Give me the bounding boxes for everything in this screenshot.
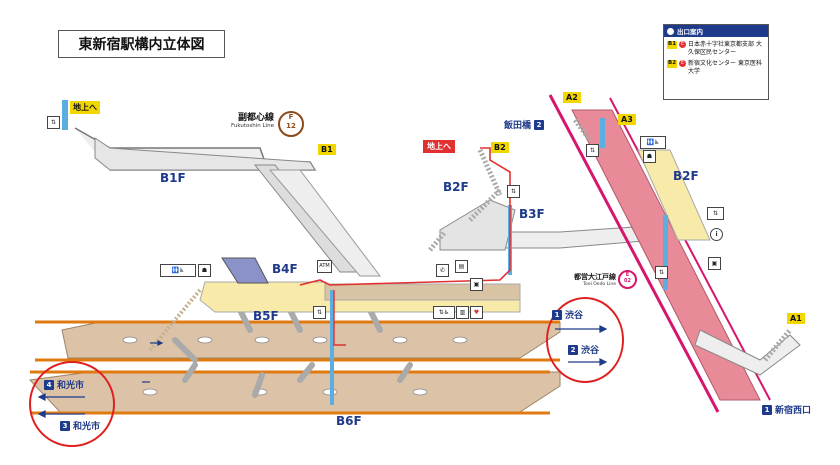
direction-arrows — [37, 325, 608, 418]
fukutoshin-line-icon: F 12 — [278, 111, 304, 137]
restroom-icon: 🚻♿ — [640, 136, 666, 149]
restroom-icon: 🚻♿ — [160, 264, 196, 277]
aed-icon: ♥ — [470, 306, 483, 319]
floor-label-b2f-right: B2F — [673, 169, 699, 183]
legend-row-b1: B1 E 日本赤十字社東京都支部 大久保区民センター — [667, 41, 762, 56]
exit-icon — [667, 27, 674, 35]
fukutoshin-line-label: 副都心線 Fukutoshin Line — [231, 113, 274, 129]
floor-label-b2f-left: B2F — [443, 180, 469, 194]
elevator-shaft — [62, 100, 68, 130]
oedo-concourse — [637, 149, 711, 241]
exit-badge-b2: B2 — [491, 142, 509, 153]
oedo-track — [609, 97, 771, 401]
baby-room-icon: ☗ — [198, 264, 211, 277]
exit-badge-b1: B1 — [318, 144, 336, 155]
highlight-circle-shibuya — [546, 297, 624, 383]
floor-label-b1f: B1F — [160, 171, 186, 185]
b6f-platform — [28, 371, 561, 413]
elevator-shaft — [600, 118, 605, 148]
exit-badge-a2: A2 — [563, 92, 581, 103]
info-icon: i — [710, 228, 723, 241]
page-title: 東新宿駅構内立体図 — [58, 30, 225, 58]
elevator-icon: ⇅ — [47, 116, 60, 129]
to-ground-label-left: 地上へ — [70, 101, 100, 114]
elevator-icon: ⇅ — [586, 144, 599, 157]
oedo-line-icon: E 02 — [618, 270, 637, 289]
stairs — [573, 118, 592, 142]
highlight-circle-wakoshi — [29, 361, 115, 447]
stairs — [468, 188, 502, 222]
escalator — [148, 288, 202, 352]
elevator-shaft — [330, 290, 334, 405]
accessible-route — [333, 290, 346, 346]
connector-corridor — [268, 169, 382, 277]
oedo-mark-icon: E — [679, 41, 687, 48]
floor-label-b5f: B5F — [253, 309, 279, 323]
platform-pillars — [122, 336, 468, 396]
legend-header: 出口案内 — [664, 25, 768, 37]
stairs — [477, 148, 503, 197]
legend-row-b2: B2 E 新宿文化センター 東京医科大学 — [667, 60, 762, 75]
ticket-machine-icon: ▤ — [455, 260, 468, 273]
b1f-corridor-fill — [94, 137, 316, 171]
locker-icon: ▥ — [456, 306, 469, 319]
exit-guide-legend: 出口案内 B1 E 日本赤十字社東京都支部 大久保区民センター B2 E 新宿文… — [663, 24, 769, 100]
baby-room-icon: ☗ — [643, 150, 656, 163]
accessible-elevator-icon: ⇅ — [707, 207, 724, 220]
floor-label-b3f: B3F — [519, 207, 545, 221]
platform-stairs — [172, 307, 413, 398]
atm-icon: ATM — [317, 260, 332, 273]
floor-label-b6f: B6F — [336, 414, 362, 428]
station-office-icon: ▣ — [470, 278, 483, 291]
b2f-stair-block — [439, 199, 516, 251]
elevator-shaft — [663, 215, 668, 290]
elevator-icon: ⇅ — [655, 266, 668, 279]
exit-a1-corridor — [694, 329, 801, 376]
station-office-icon: ▣ — [708, 257, 721, 270]
phone-icon: ✆ — [436, 264, 449, 277]
stairs — [763, 328, 792, 362]
accessible-route — [299, 147, 511, 286]
oedo-track — [548, 94, 720, 413]
exit-badge-a3: A3 — [618, 114, 636, 125]
exit-badge-a1: A1 — [787, 313, 805, 324]
to-ground-label-right: 地上へ — [423, 140, 455, 153]
floor-label-b4f: B4F — [272, 262, 298, 276]
ticket-gates — [221, 257, 269, 284]
elevator-icon: ⇅ — [507, 185, 520, 198]
oedo-mark-icon: E — [679, 60, 687, 67]
oedo-line-label: 都営大江戸線 Toei Oedo Line — [574, 273, 616, 287]
b4f-paid-area — [324, 283, 521, 301]
accessible-elevator-icon: ⇅♿ — [433, 306, 455, 319]
elevator-icon: ⇅ — [313, 306, 326, 319]
